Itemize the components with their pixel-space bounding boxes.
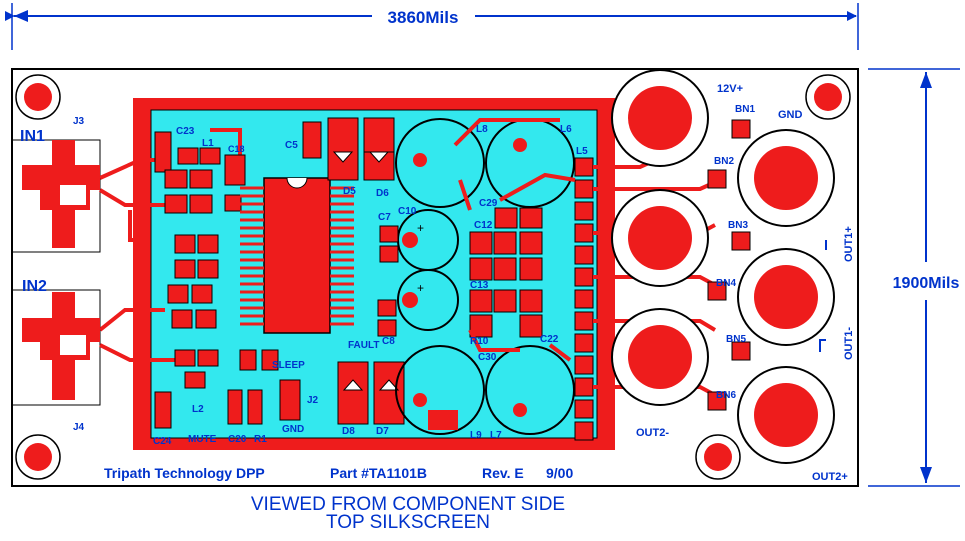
mounting-holes: [15, 74, 851, 480]
label-l1: L1: [202, 138, 214, 149]
width-dimension: 3860Mils: [5, 3, 859, 50]
label-c12: C12: [474, 220, 493, 231]
label-12v: 12V+: [717, 83, 743, 95]
label-out1p: OUT1+: [843, 226, 855, 262]
footer-part: Part #TA1101B: [330, 465, 427, 481]
label-l8: L8: [476, 124, 488, 135]
width-label: 3860Mils: [388, 8, 459, 27]
height-dimension: 1900Mils: [868, 68, 960, 487]
input-connector-in1: [11, 139, 101, 253]
label-j4: J4: [73, 422, 85, 433]
label-bn2: BN2: [714, 156, 734, 167]
svg-text:+: +: [417, 221, 424, 235]
label-in1: IN1: [20, 128, 45, 145]
binding-posts: [611, 69, 835, 464]
diodes: [302, 117, 405, 425]
label-c8: C8: [382, 336, 395, 347]
label-bn6: BN6: [716, 390, 736, 401]
label-mute: MUTE: [188, 434, 217, 445]
caption-line2: TOP SILKSCREEN: [326, 512, 490, 533]
label-d8: D8: [342, 426, 355, 437]
label-c18: C18: [228, 144, 245, 154]
label-fault: FAULT: [348, 340, 379, 351]
label-j3: J3: [73, 116, 85, 127]
board-footer: Tripath Technology DPP Part #TA1101B Rev…: [104, 465, 573, 481]
label-l7: L7: [490, 430, 502, 441]
label-bn4: BN4: [716, 278, 736, 289]
label-l2: L2: [192, 404, 204, 415]
height-label: 1900Mils: [893, 275, 960, 292]
footer-rev: Rev. E: [482, 465, 524, 481]
caption-line1: VIEWED FROM COMPONENT SIDE: [251, 494, 565, 515]
label-bn5: BN5: [726, 334, 746, 345]
traces-left: [98, 128, 242, 362]
label-sleep: SLEEP: [272, 360, 305, 371]
label-r1: R1: [254, 434, 267, 445]
svg-text:+: +: [417, 281, 424, 295]
caption: VIEWED FROM COMPONENT SIDE TOP SILKSCREE…: [251, 494, 565, 533]
label-r10: R10: [470, 336, 489, 347]
label-j2: J2: [307, 395, 319, 406]
label-l6: L6: [560, 124, 572, 135]
label-c20: C20: [228, 434, 247, 445]
label-c10: C10: [398, 206, 417, 217]
input-connector-in2: [11, 289, 101, 406]
label-l5: L5: [576, 146, 588, 157]
header-pins: [574, 157, 594, 441]
label-bn3: BN3: [728, 220, 748, 231]
footer-company: Tripath Technology DPP: [104, 465, 265, 481]
label-c30: C30: [478, 352, 497, 363]
label-d7: D7: [376, 426, 389, 437]
label-c13: C13: [470, 280, 489, 291]
label-c22: C22: [540, 334, 559, 345]
label-in2: IN2: [22, 278, 47, 295]
label-gnd-top: GND: [778, 109, 803, 121]
inductors: [395, 118, 575, 435]
footer-date: 9/00: [546, 465, 573, 481]
label-c29: C29: [479, 198, 498, 209]
label-gnd-j2: GND: [282, 424, 304, 435]
label-bn1: BN1: [735, 104, 755, 115]
label-d6: D6: [376, 188, 389, 199]
right-pad-array: [377, 207, 543, 338]
label-c23: C23: [176, 126, 195, 137]
label-c24: C24: [153, 436, 172, 447]
label-out2m: OUT2-: [636, 427, 669, 439]
label-l9: L9: [470, 430, 482, 441]
label-out2p: OUT2+: [812, 471, 848, 483]
ic-u1: [240, 177, 354, 334]
label-d5: D5: [343, 186, 356, 197]
label-c7: C7: [378, 212, 391, 223]
label-out1m: OUT1-: [843, 327, 855, 360]
left-pad-array: [154, 131, 301, 429]
label-c5: C5: [285, 140, 298, 151]
silkscreen-labels: IN1 IN2 J3 J4 J2 C23 L1 C18 C5 D5 D6 L8 …: [20, 83, 855, 483]
